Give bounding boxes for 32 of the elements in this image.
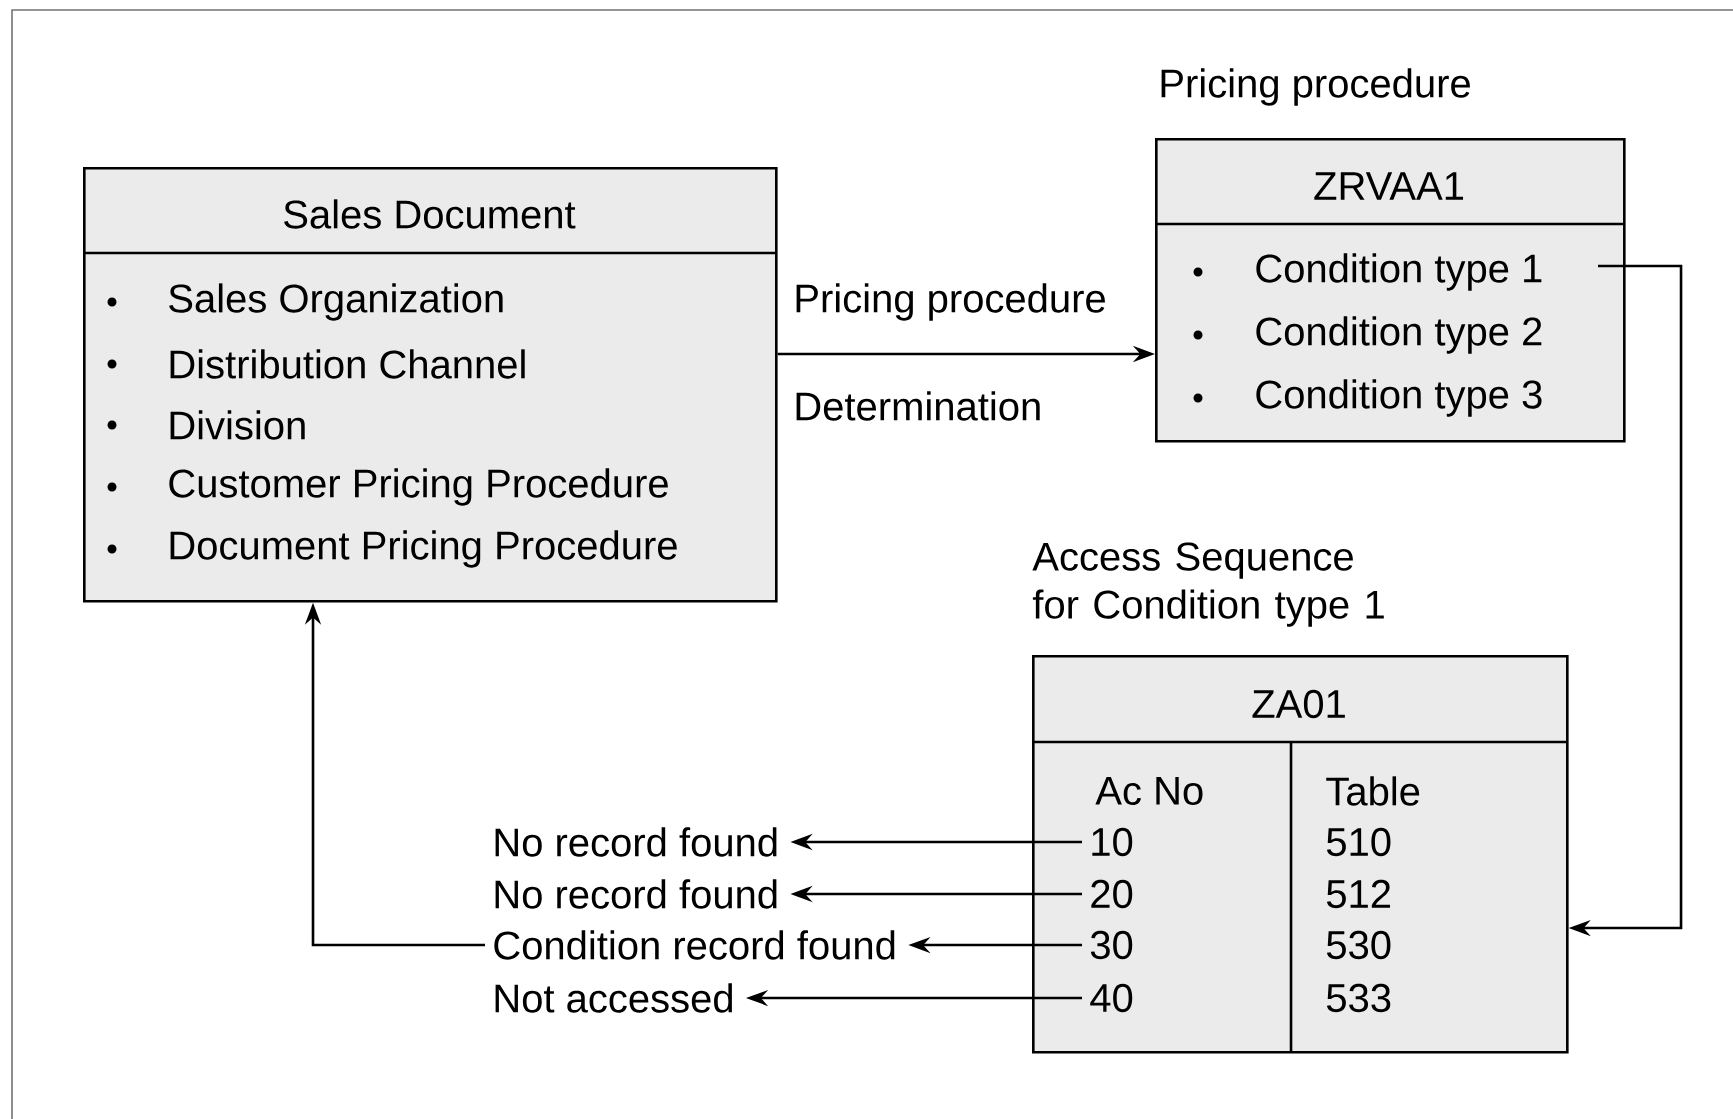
- label-text: Determination: [796, 391, 1040, 421]
- access-number: 30: [1090, 930, 1133, 960]
- list-item: Condition type 1: [1256, 253, 1542, 291]
- box-heading: ZRVAA1: [1314, 172, 1464, 200]
- result-text: Not accessed: [495, 983, 732, 1013]
- result-text: No record found: [495, 879, 777, 909]
- table-value: 510: [1326, 827, 1391, 857]
- list-item: Condition type 2: [1256, 316, 1542, 354]
- box-title: Access Sequence for Condition type 1: [1032, 542, 1384, 627]
- access-sequence-table: [1032, 542, 1569, 1054]
- column-heading: Table: [1326, 776, 1420, 806]
- result-text: Condition record found: [494, 930, 895, 960]
- access-number: 10: [1092, 827, 1133, 857]
- box-heading: ZA01: [1252, 689, 1345, 719]
- table-value: 533: [1326, 983, 1391, 1013]
- box-heading: Sales Document: [284, 199, 576, 229]
- pricing-procedure-box: [1155, 68, 1626, 443]
- table-value: 512: [1326, 879, 1391, 909]
- list-item: Document Pricing Procedure: [170, 530, 677, 568]
- list-item: Distribution Channel: [170, 349, 525, 379]
- sales-document-box: [83, 167, 778, 603]
- list-item: Customer Pricing Procedure: [169, 468, 668, 506]
- column-heading: Ac No: [1095, 777, 1203, 805]
- result-text: No record found: [495, 827, 777, 857]
- access-number: 20: [1091, 879, 1133, 909]
- access-number: 40: [1090, 983, 1133, 1013]
- label-text: Pricing procedure: [796, 283, 1105, 321]
- table-value: 530: [1326, 930, 1391, 960]
- list-item: Condition type 3: [1256, 379, 1542, 417]
- list-item: Division: [170, 410, 305, 440]
- list-item: Sales Organization: [169, 283, 503, 321]
- box-title: Pricing procedure: [1161, 68, 1470, 106]
